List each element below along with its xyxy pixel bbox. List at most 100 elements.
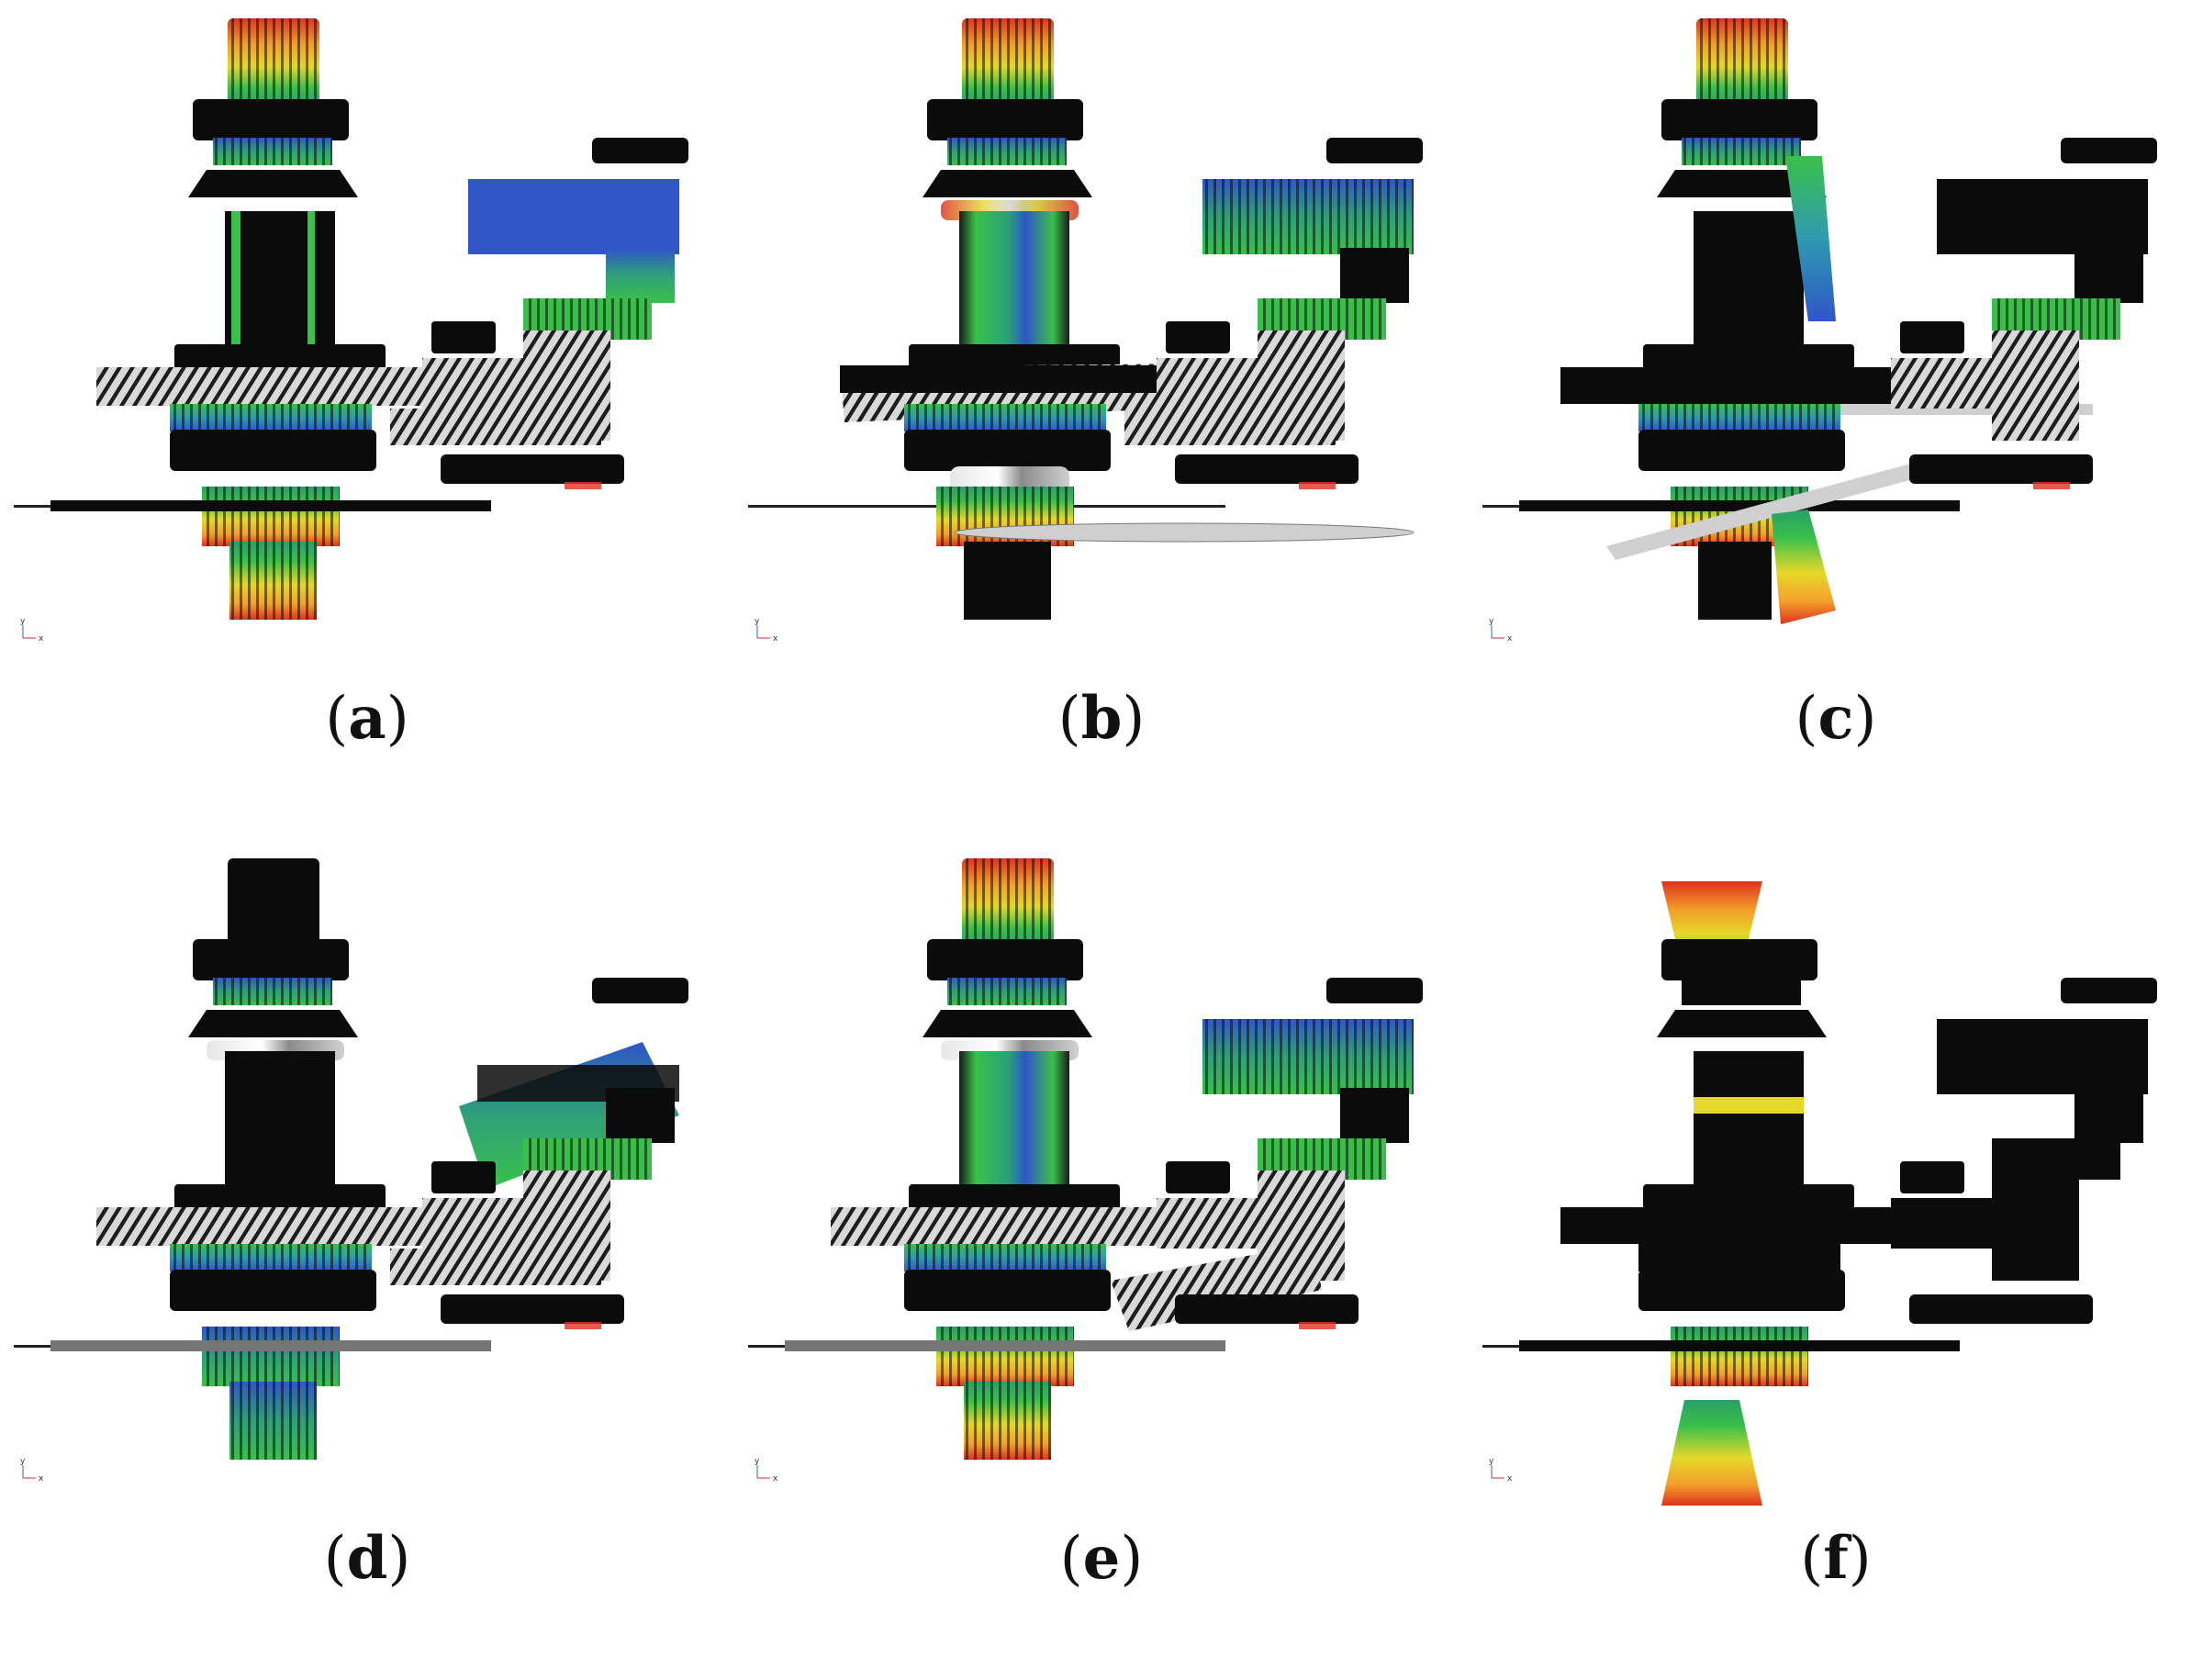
counter-top-cap: [2061, 138, 2157, 163]
axis-x-label: x: [773, 1474, 778, 1484]
input-spline-grooves: [1696, 18, 1788, 106]
tilted-disk: [1606, 459, 1937, 560]
caption-a-letter: a: [348, 684, 386, 753]
axis-triad: xy: [1489, 1457, 1513, 1484]
main-gear-hub: [174, 344, 386, 372]
main-gear-hub: [1643, 344, 1854, 372]
parking-disk: [1519, 500, 1960, 511]
lower-bearing: [1638, 430, 1845, 471]
caption-c-letter: c: [1817, 684, 1854, 753]
counter-bottom-bearing: [1909, 454, 2093, 484]
counter-mesh-gear: [390, 409, 601, 445]
counter-helical-pinion: [1992, 330, 2079, 441]
axis-x-label: x: [39, 634, 44, 644]
counter-bottom-marker: [565, 482, 601, 489]
counter-mesh-gear: [1111, 1244, 1322, 1331]
caption-e-letter: e: [1082, 1524, 1121, 1593]
counter-small-gear-cap: [431, 321, 496, 353]
input-spline-grooves: [228, 18, 319, 106]
main-shaft-body: [225, 211, 335, 349]
upper-bearing-cap: [193, 939, 349, 980]
parking-disk: [50, 500, 491, 511]
counter-shaft-neck: [606, 248, 675, 303]
main-gear-shade: [840, 365, 1189, 393]
upper-cone: [1657, 1010, 1827, 1037]
lower-bearing: [170, 1270, 376, 1311]
main-shaft-body: [959, 211, 1069, 349]
axis-y-label: y: [755, 1457, 760, 1466]
lower-synchro-grooves: [202, 487, 340, 546]
counter-small-gear-cap: [1900, 1161, 1964, 1193]
counter-top-gear-grooves: [1937, 179, 2148, 254]
axis-y-label: y: [20, 1457, 26, 1466]
counter-small-gear-cap: [1900, 321, 1964, 353]
gearbox-render-e: xy: [748, 858, 1423, 1484]
counter-bottom-bearing: [441, 1294, 624, 1324]
lower-synchro-grooves: [936, 1327, 1074, 1386]
shaft-yellow-band: [1694, 1097, 1804, 1114]
counter-bottom-marker: [565, 1322, 601, 1329]
main-shaft-body: [225, 1051, 335, 1189]
lower-synchro-grooves: [202, 1327, 340, 1386]
upper-cone: [923, 170, 1092, 197]
counter-bottom-marker: [1299, 482, 1336, 489]
caption-f: (f): [1800, 1524, 1872, 1593]
input-spline-grooves: [962, 858, 1054, 946]
axis-y-label: y: [20, 617, 26, 626]
output-spline-grooves: [964, 542, 1051, 620]
caption-c: (c): [1795, 684, 1877, 753]
shaft-streak: [231, 211, 240, 349]
output-spline-bottom: [1661, 1400, 1762, 1506]
output-spline-colored: [1772, 510, 1836, 624]
axis-x-label: x: [773, 634, 778, 644]
axis-x-label: x: [39, 1474, 44, 1484]
input-spline-grooves: [962, 18, 1054, 106]
upper-synchro-grooves: [213, 978, 332, 1005]
counter-small-gear-cap: [431, 1161, 496, 1193]
parking-disk: [1519, 1340, 1960, 1351]
gearbox-render-d: xy: [14, 858, 688, 1484]
upper-synchro-grooves: [947, 978, 1067, 1005]
counter-bottom-bearing: [441, 454, 624, 484]
output-spline-grooves: [229, 542, 317, 620]
caption-d-letter: d: [346, 1524, 388, 1593]
gearbox-render-a: xy: [14, 18, 688, 644]
counter-small-gear-cap: [1166, 1161, 1230, 1193]
axis-triad: xy: [1489, 617, 1513, 644]
parking-disk-face: [785, 1340, 1225, 1351]
caption-f-letter: f: [1823, 1524, 1849, 1593]
lower-hub-grooves: [1638, 404, 1840, 431]
upper-cone: [923, 1010, 1092, 1037]
lower-bearing: [170, 430, 376, 471]
caption-d: (d): [323, 1524, 411, 1593]
caption-b: (b): [1057, 684, 1146, 753]
main-shaft-body: [1694, 211, 1804, 349]
shaft-streak: [308, 211, 315, 349]
axis-y-label: y: [755, 617, 760, 626]
main-gear-hub: [1643, 1184, 1854, 1212]
axis-triad: xy: [20, 1457, 44, 1484]
counter-mesh-gear: [390, 1249, 601, 1285]
counter-top-gear: [468, 179, 679, 254]
upper-bearing-cap: [1661, 99, 1817, 140]
counter-top-gear-grooves: [1202, 1019, 1414, 1094]
counter-mesh-gear: [1124, 409, 1336, 445]
axis-y-label: y: [1489, 617, 1494, 626]
lower-synchro-grooves: [1671, 1327, 1808, 1386]
gearbox-render-f: xy: [1482, 881, 2157, 1506]
counter-bottom-marker: [1299, 1322, 1336, 1329]
counter-small-gear-cap: [1166, 321, 1230, 353]
upper-synchro-grooves: [1682, 138, 1801, 165]
main-shaft-body: [1694, 1051, 1804, 1189]
axis-y-label: y: [1489, 1457, 1494, 1466]
counter-helical-pinion: [1992, 1170, 2079, 1281]
counter-top-gear-grooves: [1202, 179, 1414, 254]
caption-a: (a): [325, 684, 409, 753]
panel-b: x y (b): [734, 0, 1469, 840]
upper-cone: [188, 170, 358, 197]
counter-top-gear-grooves: [1937, 1019, 2148, 1094]
